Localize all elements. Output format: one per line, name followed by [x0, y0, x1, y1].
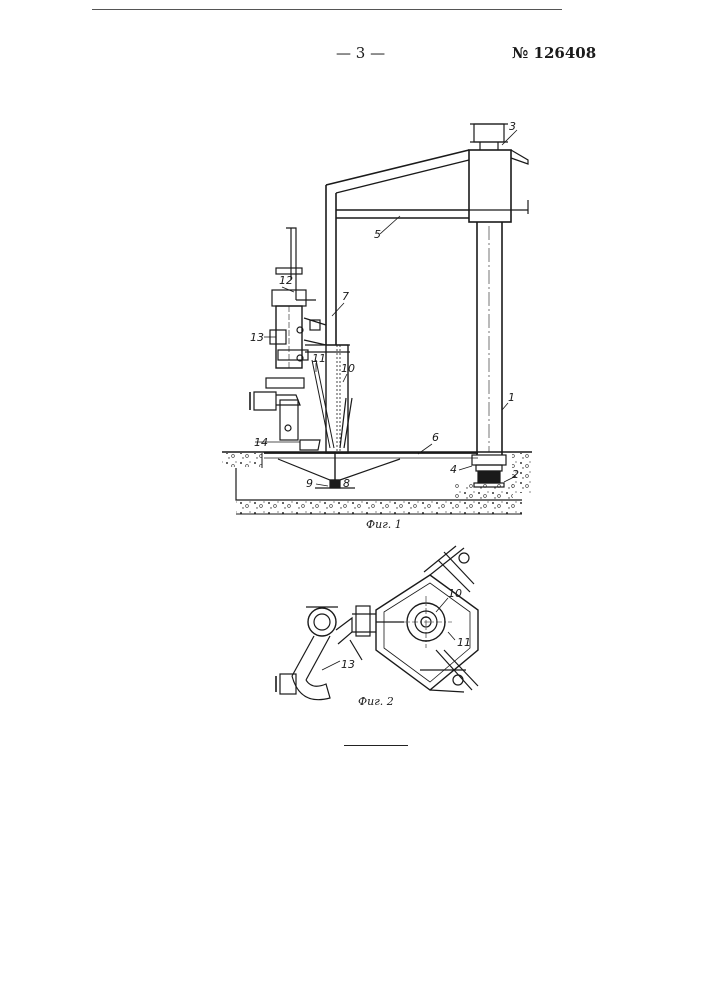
label-5: 5: [374, 228, 381, 241]
label-13: 13: [250, 331, 264, 344]
label-2: 2: [512, 468, 519, 481]
label-10: 10: [341, 362, 355, 375]
platform: [264, 453, 478, 488]
label-12: 12: [279, 274, 293, 287]
label-11: 11: [312, 352, 326, 365]
main-column: [469, 124, 528, 487]
label-14: 14: [254, 436, 268, 449]
fig2-label-10: 10: [448, 587, 462, 600]
label-7: 7: [342, 290, 349, 303]
figure-2-caption: Фиг. 2: [358, 695, 394, 708]
label-1: 1: [508, 391, 515, 404]
figure-2: 10 11 13 Фиг. 2: [276, 546, 478, 708]
label-4: 4: [450, 463, 457, 476]
label-6: 6: [432, 431, 439, 444]
end-rule: [344, 745, 408, 746]
fig2-label-11: 11: [457, 636, 471, 649]
boom: [326, 150, 469, 345]
label-9: 9: [306, 477, 313, 490]
figure-1-caption: Фиг. 1: [366, 518, 402, 531]
fig2-label-13: 13: [341, 658, 355, 671]
label-8: 8: [343, 477, 350, 490]
label-3: 3: [509, 120, 516, 133]
figure-1: 3 5 7 10 11 12 13 14 6 1 4 2 8 9 Фиг. 1: [222, 120, 532, 531]
